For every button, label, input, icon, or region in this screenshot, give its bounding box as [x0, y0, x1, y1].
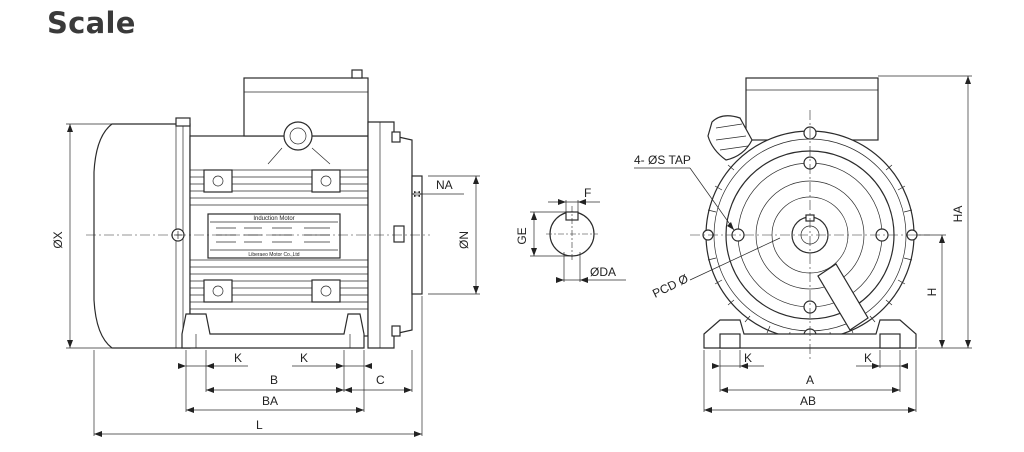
dim-l: L	[256, 418, 263, 432]
front-key-lever	[817, 263, 869, 331]
dim-k-front-left: K	[744, 351, 752, 365]
dim-on: ØN	[457, 231, 471, 249]
side-view-dimensions: ØX NA ØN K K B C	[51, 123, 480, 437]
dim-a: A	[806, 373, 814, 387]
dim-k-left: K	[234, 351, 242, 365]
dim-b: B	[270, 373, 278, 387]
cable-gland	[283, 121, 313, 151]
shaft-dimensions: F GE ØDA	[515, 186, 626, 283]
dim-ba: BA	[262, 394, 278, 408]
dim-ha: HA	[951, 206, 965, 223]
dim-ox: ØX	[51, 231, 65, 248]
side-view: Induction Motor Liberaeo Motor Co.,Ltd	[86, 69, 430, 349]
dim-k-right: K	[300, 351, 308, 365]
end-shield	[367, 121, 413, 349]
page-title: Scale	[47, 6, 136, 40]
dim-pcd: PCD Ø	[650, 271, 690, 300]
dim-na: NA	[436, 178, 453, 192]
nameplate-title: Induction Motor	[253, 216, 294, 222]
dim-oda: ØDA	[590, 265, 616, 279]
dim-tap: 4- ØS TAP	[634, 153, 691, 167]
dim-ge: GE	[515, 227, 529, 244]
front-view	[690, 77, 930, 360]
dim-h: H	[925, 288, 939, 297]
dim-k-front-right: K	[864, 351, 872, 365]
dim-c: C	[376, 373, 385, 387]
shaft-detail	[546, 206, 598, 262]
motor-feet	[181, 313, 365, 349]
dim-f: F	[584, 186, 591, 200]
nameplate-footer: Liberaeo Motor Co.,Ltd	[248, 252, 299, 258]
nameplate	[207, 213, 341, 259]
dim-ab: AB	[800, 394, 816, 408]
